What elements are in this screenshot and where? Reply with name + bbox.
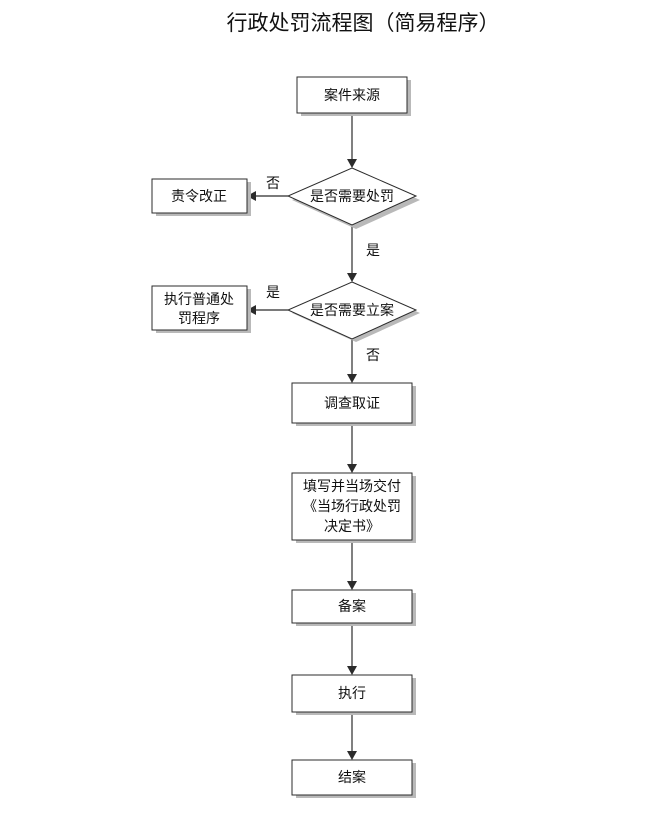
node-investigation: 调查取证	[291, 382, 416, 426]
node-need-filing-decision: 是否需要立案	[286, 281, 420, 342]
connector-case-source-to-need-penalty	[347, 113, 357, 168]
svg-text:执行: 执行	[338, 686, 366, 702]
svg-text:《当场行政处罚: 《当场行政处罚	[303, 499, 401, 515]
svg-text:决定书》: 决定书》	[324, 519, 380, 535]
svg-text:备案: 备案	[338, 598, 366, 615]
svg-text:填写并当场交付: 填写并当场交付	[303, 478, 401, 495]
edge-label-yes-1: 是	[366, 243, 380, 259]
connector-record-to-execute	[347, 623, 357, 675]
node-close-case: 结案	[291, 759, 416, 798]
svg-text:案件来源: 案件来源	[324, 87, 380, 104]
edge-label-no-1: 否	[266, 176, 280, 192]
connector-need-penalty-to-order-correction	[247, 191, 288, 201]
connector-need-filing-to-normal-procedure	[247, 305, 288, 315]
svg-text:执行普通处: 执行普通处	[164, 292, 234, 308]
edge-label-yes-2: 是	[266, 285, 280, 301]
connector-investigation-to-decision	[347, 423, 357, 473]
node-normal-procedure: 执行普通处 罚程序	[151, 285, 251, 333]
node-case-source: 案件来源	[296, 76, 411, 116]
svg-text:责令改正: 责令改正	[171, 189, 227, 205]
connector-execute-to-close-case	[347, 712, 357, 760]
node-decision-document: 填写并当场交付 《当场行政处罚 决定书》	[291, 472, 416, 543]
node-order-correction: 责令改正	[151, 178, 251, 216]
connector-need-filing-to-investigation	[347, 339, 357, 383]
connector-decision-to-record	[347, 540, 357, 590]
svg-text:是否需要立案: 是否需要立案	[310, 302, 394, 319]
svg-text:是否需要处罚: 是否需要处罚	[310, 189, 394, 205]
node-need-penalty-decision: 是否需要处罚	[286, 167, 420, 229]
svg-text:结案: 结案	[338, 769, 366, 786]
node-execute: 执行	[291, 674, 416, 715]
node-record: 备案	[291, 589, 416, 626]
svg-text:调查取证: 调查取证	[324, 396, 380, 412]
svg-text:罚程序: 罚程序	[178, 311, 220, 327]
page-title: 行政处罚流程图（简易程序）	[227, 11, 500, 35]
connector-need-penalty-to-need-filing	[347, 225, 357, 282]
edge-label-no-2: 否	[366, 348, 380, 364]
